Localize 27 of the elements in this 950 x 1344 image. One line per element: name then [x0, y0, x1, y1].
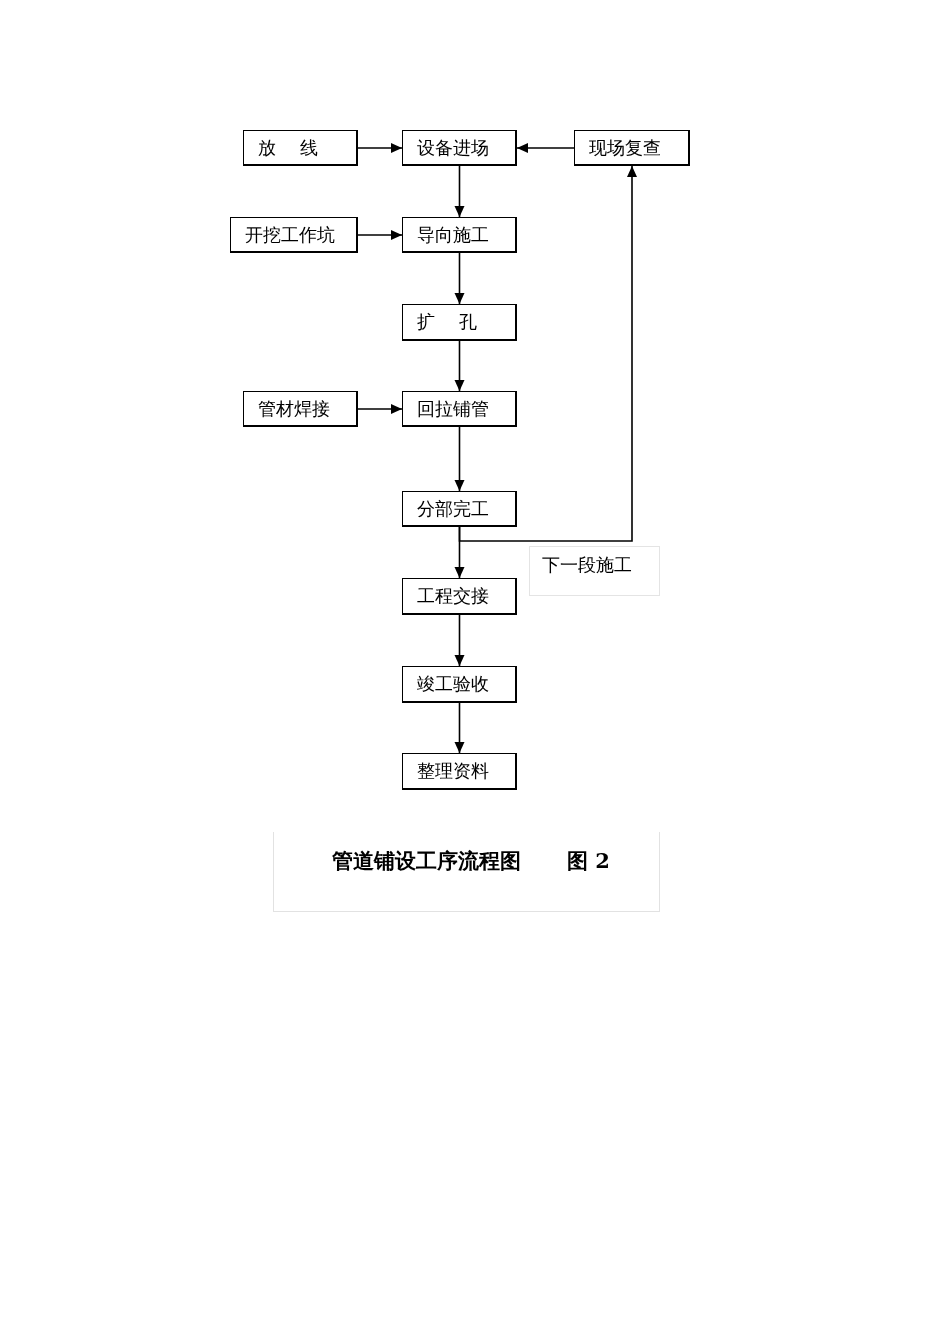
process-box: 开挖工作坑	[230, 217, 358, 253]
arrow	[454, 426, 465, 492]
arrow	[454, 702, 465, 754]
process-box: 工程交接	[402, 578, 517, 615]
process-box: 整理资料	[402, 753, 517, 790]
process-box: 回拉铺管	[402, 391, 517, 427]
figure-number: 图 2	[567, 847, 610, 875]
process-box: 放 线	[243, 130, 358, 166]
process-box: 扩 孔	[402, 304, 517, 341]
process-box: 分部完工	[402, 491, 517, 527]
process-box: 管材焊接	[243, 391, 358, 427]
arrow	[516, 143, 575, 153]
process-box: 导向施工	[402, 217, 517, 253]
process-box: 竣工验收	[402, 666, 517, 703]
caption: 管道铺设工序流程图	[332, 847, 521, 875]
arrow	[454, 165, 465, 218]
arrow	[357, 404, 403, 414]
process-box: 现场复查	[574, 130, 690, 166]
arrow	[454, 340, 465, 392]
arrow	[454, 614, 465, 667]
arrow	[357, 143, 403, 153]
arrow	[454, 252, 465, 305]
arrow	[454, 526, 465, 579]
arrow	[357, 230, 403, 240]
arrow	[458, 165, 637, 542]
process-box: 设备进场	[402, 130, 517, 166]
edge-label: 下一段施工	[528, 546, 660, 596]
